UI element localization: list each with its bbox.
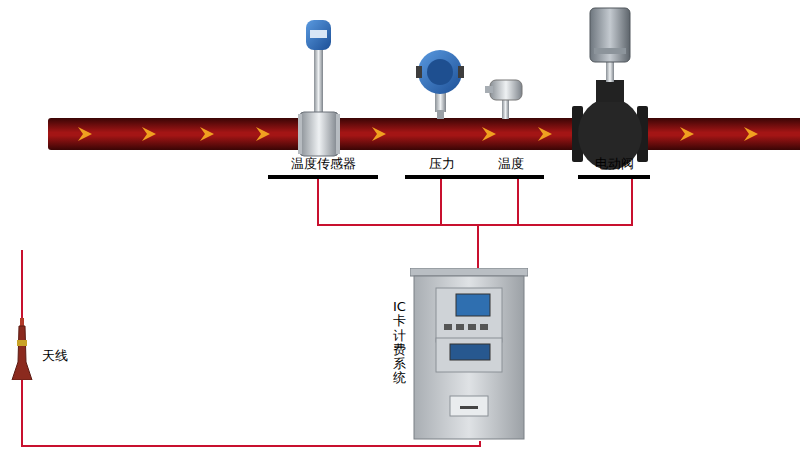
- signal-wire: [441, 179, 478, 268]
- antenna-wire: [21, 250, 23, 318]
- tag-node: 温度: [478, 156, 544, 179]
- device-label: 温度: [478, 156, 544, 179]
- tag-node: 温度传感器: [268, 156, 378, 179]
- signal-wire: [22, 380, 480, 446]
- tag-node: 压力: [405, 156, 479, 179]
- flow-chevrons: [78, 127, 758, 141]
- signal-wire: [478, 179, 632, 268]
- pipe-body: [48, 118, 800, 150]
- signal-wire: [318, 179, 478, 268]
- antenna-drawing: [6, 318, 36, 380]
- device-label: 温度传感器: [268, 156, 378, 179]
- antenna-label: 天线: [42, 348, 68, 364]
- cabinet-drawing: [410, 268, 528, 441]
- cabinet-node: IC卡计费系统: [392, 268, 528, 441]
- pressure-transmitter: [416, 50, 464, 119]
- vertical-label: IC卡计费系统: [393, 300, 406, 386]
- device-label: 压力: [405, 156, 479, 179]
- electric-valve: [572, 8, 648, 170]
- temperature-sensor: [485, 80, 522, 119]
- tag-node: 电动阀: [578, 156, 650, 179]
- flow-meter: [298, 20, 340, 156]
- pipe: [48, 118, 800, 150]
- signal-wire: [478, 179, 518, 268]
- antenna-node: 天线: [6, 318, 76, 380]
- device-label: 电动阀: [578, 156, 650, 179]
